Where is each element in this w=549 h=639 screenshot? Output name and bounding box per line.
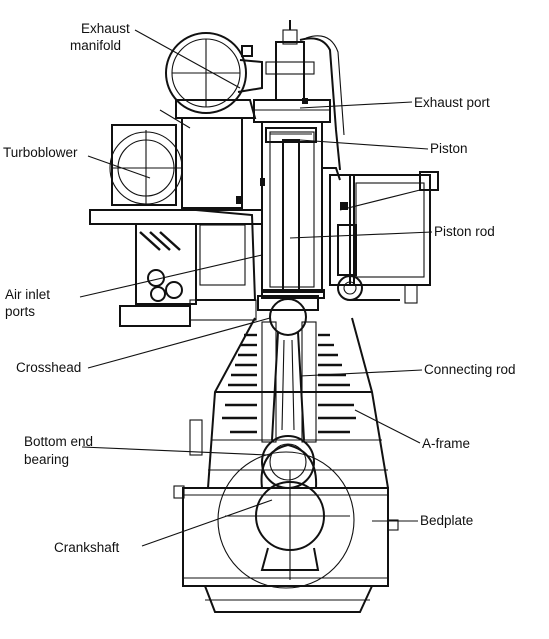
scavenge-hatching — [139, 231, 181, 251]
label-air-inlet-ports-line2: ports — [5, 304, 35, 319]
cylinder-shape — [253, 99, 331, 299]
label-piston-rod: Piston rod — [434, 224, 495, 239]
solid-accents — [236, 98, 348, 210]
air-inlet-shape — [89, 209, 263, 327]
crosshead-shape — [257, 295, 319, 336]
a-frame-shape — [189, 317, 389, 489]
label-connecting-rod: Connecting rod — [424, 362, 516, 377]
label-a-frame: A-frame — [422, 436, 470, 451]
a-frame-hatching — [222, 333, 356, 434]
leader-lines — [79, 29, 433, 547]
label-exhaust-manifold-line2: manifold — [70, 38, 121, 53]
label-bottom-end-bearing-line1: Bottom end — [24, 434, 93, 449]
label-bottom-end-bearing-line2: bearing — [24, 452, 69, 467]
fuel-pump-shape — [322, 167, 439, 304]
label-crankshaft: Crankshaft — [54, 540, 120, 555]
crankshaft-shape — [217, 443, 355, 589]
label-exhaust-port: Exhaust port — [414, 95, 490, 110]
connecting-rod-shape — [261, 321, 317, 443]
engine-drawing — [89, 20, 439, 613]
bottom-end-bearing-shape — [261, 435, 315, 489]
exhaust-manifold-shape — [165, 32, 263, 114]
label-crosshead: Crosshead — [16, 360, 81, 375]
label-bedplate: Bedplate — [420, 513, 473, 528]
labels: Exhaust manifold Exhaust port Turboblowe… — [3, 21, 516, 555]
exhaust-valve-shape — [265, 20, 345, 171]
label-exhaust-manifold-line1: Exhaust — [81, 21, 130, 36]
label-piston: Piston — [430, 141, 468, 156]
label-air-inlet-ports-line1: Air inlet — [5, 287, 50, 302]
label-turboblower: Turboblower — [3, 145, 78, 160]
turboblower-shape — [109, 99, 257, 209]
